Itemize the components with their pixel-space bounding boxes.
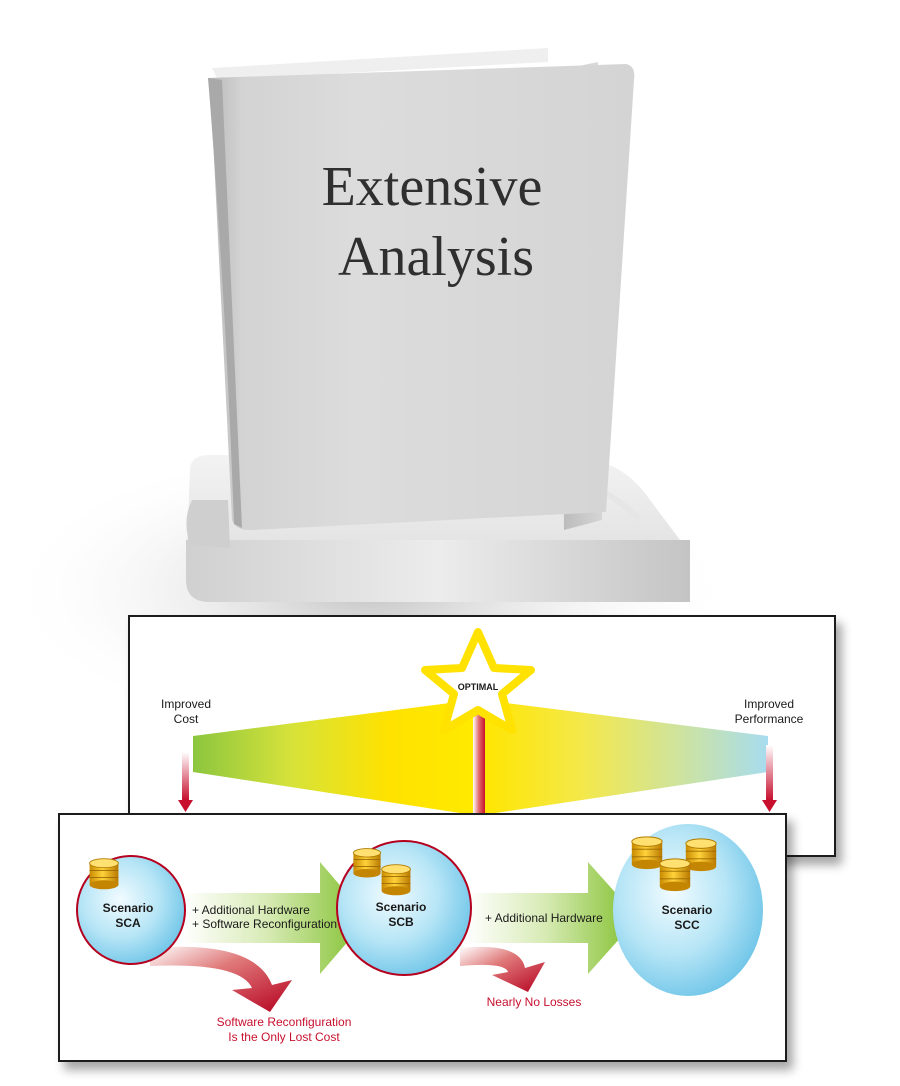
improved-cost-label-line-2: Cost [174, 712, 199, 726]
scenario-content: Scenario SCA Scenario SCB Scenario SCC +… [76, 824, 763, 1044]
scenario-scc-label-line-2: SCC [674, 918, 700, 932]
book-title-line-1: Extensive [322, 156, 543, 218]
loss-note-1-line-1: Software Reconfiguration [217, 1015, 352, 1029]
book-cover [208, 64, 635, 531]
optimal-label: OPTIMAL [458, 682, 499, 692]
standing-book: Extensive Analysis [208, 48, 635, 531]
improved-performance-label-line-1: Improved [744, 697, 794, 711]
scenario-sca-label-line-2: SCA [115, 916, 141, 930]
loss-arrow-1 [150, 946, 292, 1012]
loss-note-2-line-1: Nearly No Losses [487, 995, 582, 1009]
transition-1-label-line-2: + Software Reconfiguration [192, 917, 337, 931]
database-icon [89, 858, 119, 890]
database-icon [352, 848, 382, 878]
loss-note-1-line-2: Is the Only Lost Cost [228, 1030, 340, 1044]
performance-down-arrow [762, 745, 777, 812]
improved-cost-label-line-1: Improved [161, 697, 211, 711]
transition-1-label-line-1: + Additional Hardware [192, 903, 310, 917]
cost-wedge [193, 700, 473, 815]
scenario-scb-label-line-2: SCB [388, 915, 414, 929]
database-icon [631, 836, 663, 870]
transition-arrow-2 [467, 862, 638, 974]
cost-down-arrow [178, 752, 193, 812]
transition-arrow-1 [183, 862, 368, 974]
scenario-scb-label-line-1: Scenario [376, 900, 427, 914]
transition-2-label-line-1: + Additional Hardware [485, 911, 603, 925]
optimal-pointer-bar [473, 698, 485, 818]
improved-performance-label-line-2: Performance [735, 712, 804, 726]
database-icon [381, 864, 411, 896]
spectrum-content: OPTIMAL Improved Cost Improved Performan… [161, 628, 804, 818]
optimal-star [421, 628, 535, 734]
book-title-line-2: Analysis [338, 226, 534, 288]
loss-arrow-2 [460, 946, 545, 992]
database-icon [685, 838, 717, 872]
database-icon [659, 858, 691, 892]
scenario-scc-label-line-1: Scenario [662, 903, 713, 917]
scenario-sca-label-line-1: Scenario [103, 901, 154, 915]
performance-wedge [482, 700, 768, 815]
